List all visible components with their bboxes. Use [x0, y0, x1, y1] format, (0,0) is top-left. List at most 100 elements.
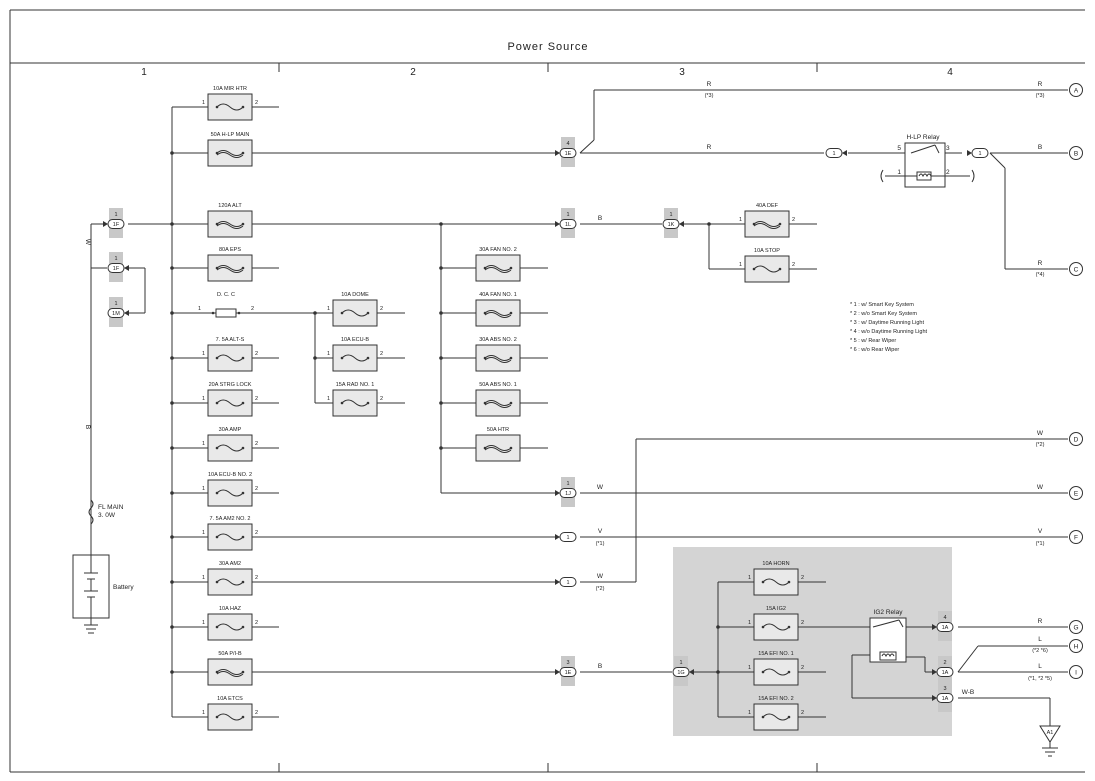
fuse-pin-2: 2 — [255, 396, 258, 402]
note-d: (*2) — [1036, 442, 1045, 448]
terminal-label: H — [1074, 644, 1079, 651]
connector-1a-c1a_a: 1A4 — [932, 611, 954, 641]
connector-code: 1 — [566, 535, 569, 541]
connector-arrow — [124, 265, 129, 271]
connector-arrow — [932, 669, 937, 675]
fuse-contact — [241, 222, 245, 226]
fuse-body — [207, 434, 253, 462]
fuse-label: 10A DOME — [341, 292, 369, 298]
terminal-label: B — [1074, 151, 1078, 158]
fuse-contact — [483, 356, 487, 360]
junction-dot — [170, 311, 174, 315]
column-4-label: 4 — [947, 67, 953, 78]
connector-1g-c1g: 1G1 — [672, 656, 694, 686]
legend-item-2: * 2 : w/o Smart Key System — [850, 311, 917, 317]
legend-item-3: * 3 : w/ Daytime Running Light — [850, 320, 924, 326]
fuse-element — [484, 265, 512, 271]
terminal-label: F — [1074, 535, 1078, 542]
fl-main-label: FL MAIN — [98, 504, 124, 511]
fuse-pin-1: 1 — [748, 665, 751, 671]
fuse-label: 10A ETCS — [217, 696, 243, 702]
wire-color-w-d: W — [1037, 430, 1044, 437]
connector-code: 1F — [113, 222, 120, 228]
fuse-pin-2: 2 — [380, 351, 383, 357]
column-2-label: 2 — [410, 67, 416, 78]
junction-dot — [716, 625, 720, 629]
fuse-contact — [241, 446, 245, 450]
fuse-40a-fan-no-1: 40A FAN NO. 1 — [441, 292, 548, 327]
junction-dot — [170, 401, 174, 405]
fuse-pin-1: 1 — [327, 306, 330, 312]
connector-pin: 1 — [566, 481, 569, 487]
fuse-label: 20A STRG LOCK — [209, 382, 252, 388]
fuse-50a-p-i-b: 50A P/I-B — [172, 651, 258, 686]
terminal-label: A — [1074, 88, 1079, 95]
fuse-contact — [787, 625, 791, 629]
fuse-element — [216, 578, 244, 586]
fuse-contact — [752, 267, 756, 271]
fuse-contact — [237, 311, 241, 315]
fuse-pin-2: 2 — [792, 262, 795, 268]
fuse-contact — [215, 222, 219, 226]
fuse-element — [216, 489, 244, 497]
fuse-pin-2: 2 — [380, 396, 383, 402]
fuse-pin-2: 2 — [255, 620, 258, 626]
connector-1k-c1k: 1K1 — [662, 208, 684, 238]
connector-code: 1J — [565, 491, 571, 497]
fuse-element — [216, 623, 244, 631]
junction-dot — [170, 535, 174, 539]
junction-dot — [439, 446, 443, 450]
connector-pin: 1 — [114, 301, 117, 307]
fuse-element — [341, 354, 369, 362]
fuse-label: 7. 5A AM2 NO. 2 — [210, 516, 251, 522]
fuse-contact — [215, 446, 219, 450]
terminal-label: I — [1075, 670, 1077, 677]
connector-arrow — [555, 579, 560, 585]
fuse-body — [475, 389, 521, 417]
fuse-label: 10A HAZ — [219, 606, 242, 612]
note-a-right: (*3) — [1036, 93, 1045, 99]
connector-arrow — [842, 150, 847, 156]
connector-arrow — [555, 669, 560, 675]
terminal-b: B — [1069, 146, 1083, 160]
junction-dot — [439, 311, 443, 315]
fuse-contact — [241, 535, 245, 539]
junction-dot — [170, 222, 174, 226]
junction-dot — [170, 266, 174, 270]
fuse-contact — [241, 356, 245, 360]
connector-1m-c1m: 1M1 — [107, 297, 129, 327]
fuse-30a-abs-no-2: 30A ABS NO. 2 — [441, 337, 548, 372]
wire-color-r-a-right: R — [1038, 81, 1043, 88]
hlp-relay-pin-3: 3 — [946, 145, 950, 152]
terminal-circle — [1069, 665, 1083, 679]
fuse-contact — [761, 670, 765, 674]
fuse-pin-1: 1 — [202, 351, 205, 357]
fl-main-fusible-link — [88, 499, 94, 525]
fuse-label: 7. 5A ALT-S — [216, 337, 245, 343]
fuse-element — [216, 669, 244, 675]
fuse-contact — [483, 446, 487, 450]
terminal-h: H — [1069, 639, 1083, 653]
connector-1e-c1e_a: 1E4 — [555, 137, 577, 167]
wire-color-w-1j: W — [597, 484, 604, 491]
fuse-contact — [215, 580, 219, 584]
wire-color-v-left: V — [598, 528, 603, 535]
junction-dot — [170, 356, 174, 360]
fuse-element — [216, 533, 244, 541]
fuse-contact — [241, 266, 245, 270]
terminal-circle — [1069, 530, 1083, 544]
connector-arrow — [689, 669, 694, 675]
fuse-label: 10A ECU-B NO. 2 — [208, 472, 252, 478]
connector-1j-c1j: 1J 1 — [555, 477, 577, 507]
fuse-label: 30A FAN NO. 2 — [479, 247, 517, 253]
wire-color-l-i: L — [1038, 663, 1042, 670]
fuse-contact — [215, 715, 219, 719]
connector-code: 1A — [942, 670, 949, 676]
fuse-pin-1: 1 — [739, 262, 742, 268]
